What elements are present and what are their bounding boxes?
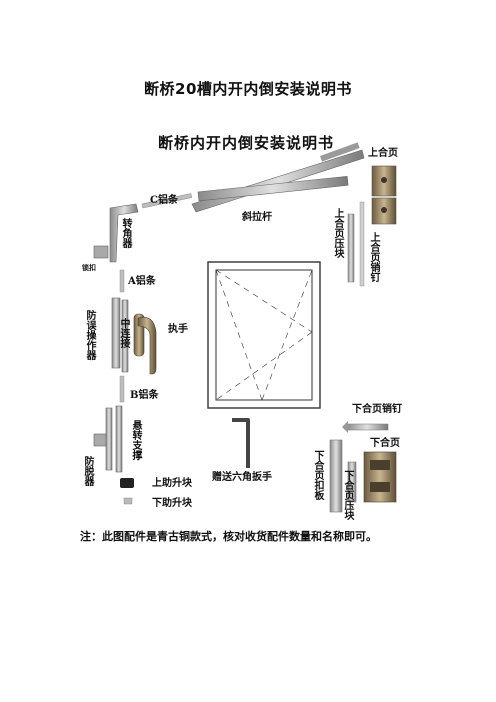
lock-catch-part (93, 245, 109, 259)
b-bar-part (119, 375, 125, 403)
upper-hinge-part (371, 165, 397, 225)
upper-lift-block-part (120, 478, 134, 488)
lower-lift-block-part (123, 497, 133, 505)
window-frame-diagram (207, 261, 321, 409)
middle-connector-part (121, 299, 129, 373)
label-lock-catch: 锁扣 (82, 263, 96, 272)
a-bar-part (119, 269, 125, 293)
document-title: 断桥20槽内开内倒安装说明书 (144, 80, 352, 98)
hardware-illustration (93, 142, 397, 513)
label-lower-lift-block: 下助升块 (152, 498, 192, 509)
hex-wrench-part (232, 418, 250, 468)
lower-press-block-part (347, 461, 357, 503)
figure-title: 断桥内开内倒安装说明书 (158, 134, 335, 152)
label-lower-hinge: 下合页 (370, 438, 400, 449)
upper-hinge-pin-part (359, 201, 365, 287)
lower-hinge-plate-part (329, 439, 343, 513)
label-upper-hinge: 上合页 (368, 148, 398, 159)
label-handle: 执手 (168, 324, 188, 335)
anti-off-part (105, 407, 113, 471)
label-a-bar: A铝条 (128, 276, 156, 287)
label-upper-hinge-press-block: 上合页压块 (332, 208, 343, 258)
installation-diagram: 断桥内开内倒安装说明书 上合页 C铝条 斜拉杆 上合页压块 上合页销钉 转角器 … (72, 122, 427, 546)
lower-hinge-part (363, 451, 397, 503)
label-upper-hinge-pin: 上合页销钉 (368, 232, 379, 282)
label-corner-device: 转角器 (120, 218, 131, 248)
corner-device-part (109, 203, 139, 263)
label-swing-support: 悬转支撑 (130, 420, 141, 460)
label-lower-hinge-plate: 下合页扣板 (312, 450, 323, 500)
c-bar-part (141, 193, 193, 209)
label-anti-misoperation: 防误操作器 (84, 310, 95, 360)
label-diagonal-rod: 斜拉杆 (242, 212, 272, 223)
anti-misoperation-part (111, 297, 121, 369)
lower-hinge-pin-part (342, 421, 389, 433)
label-c-bar: C铝条 (150, 195, 178, 206)
upper-press-block-part (347, 213, 355, 283)
handle-part (133, 313, 157, 375)
footnote: 注：此图配件是青古铜款式，核对收货配件数量和名称即可。 (80, 530, 377, 543)
label-anti-off: 防脱器 (82, 456, 93, 486)
diagonal-rod-part (191, 142, 365, 213)
label-b-bar: B铝条 (130, 390, 159, 401)
label-lower-hinge-pin: 下合页销钉 (352, 404, 402, 415)
label-middle-connector: 中连接 (118, 318, 129, 348)
label-hex-wrench: 赠送六角扳手 (212, 472, 272, 483)
label-upper-lift-block: 上助升块 (152, 478, 192, 489)
swing-support-part (115, 405, 123, 473)
label-lower-hinge-press-block: 下合页压块 (342, 470, 353, 520)
